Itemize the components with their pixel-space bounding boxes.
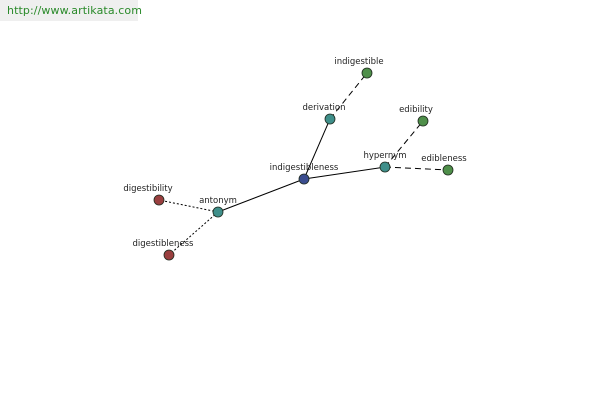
node-label-antonym[interactable]: antonym <box>199 196 237 206</box>
node-indigestible[interactable] <box>361 67 373 79</box>
source-link[interactable]: http://www.artikata.com <box>7 4 143 17</box>
node-digestibility[interactable] <box>153 194 165 206</box>
node-antonym[interactable] <box>212 206 224 218</box>
edge-hypernym-edibleness <box>384 166 449 171</box>
edge-antonym-digestibleness <box>168 211 219 256</box>
node-digestibleness[interactable] <box>163 249 175 261</box>
source-banner: http://www.artikata.com <box>0 0 142 21</box>
node-indigestibleness[interactable] <box>298 173 310 185</box>
node-label-digestibleness[interactable]: digestibleness <box>133 239 195 249</box>
node-label-digestibility[interactable]: digestibility <box>123 184 172 194</box>
node-label-derivation[interactable]: derivation <box>302 103 345 113</box>
node-edibility[interactable] <box>417 115 429 127</box>
edge-indigestibleness-hypernym <box>303 166 386 180</box>
node-label-indigestibleness[interactable]: indigestibleness <box>270 163 339 173</box>
edge-indigestibleness-antonym <box>217 178 305 213</box>
node-label-hypernym[interactable]: hypernym <box>363 151 406 161</box>
node-hypernym[interactable] <box>379 161 391 173</box>
node-derivation[interactable] <box>324 113 336 125</box>
node-edibleness[interactable] <box>442 164 454 176</box>
node-label-edibleness[interactable]: edibleness <box>421 154 467 164</box>
edge-indigestibleness-derivation <box>303 118 331 180</box>
node-label-edibility[interactable]: edibility <box>399 105 433 115</box>
node-label-indigestible[interactable]: indigestible <box>334 57 383 67</box>
